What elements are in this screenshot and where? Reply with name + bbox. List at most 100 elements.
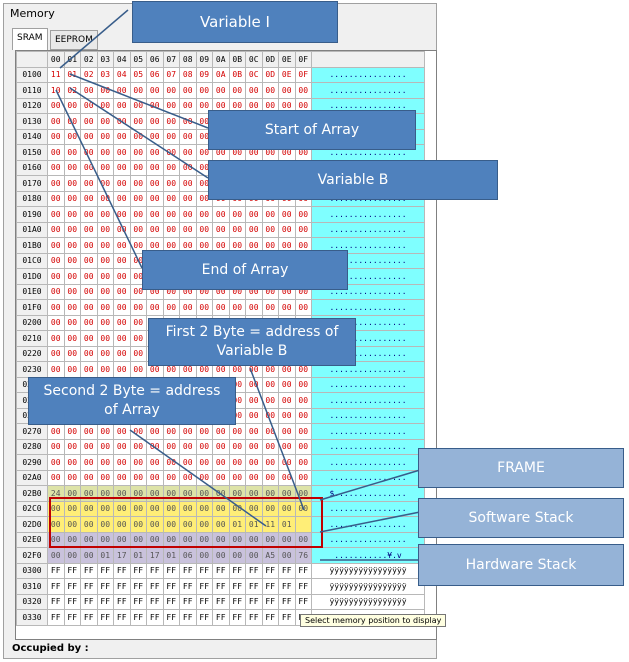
memory-cell[interactable]: 00 <box>80 500 98 517</box>
memory-cell[interactable]: 00 <box>179 206 197 223</box>
memory-cell[interactable]: 00 <box>294 206 312 223</box>
memory-cell[interactable]: FF <box>129 562 147 579</box>
memory-cell[interactable]: 00 <box>80 159 98 176</box>
memory-cell[interactable]: 00 <box>162 97 180 114</box>
memory-cell[interactable]: 00 <box>80 531 98 548</box>
memory-cell[interactable]: 00 <box>80 82 98 99</box>
memory-cell[interactable]: 00 <box>80 438 98 455</box>
memory-cell[interactable]: 00 <box>228 423 246 440</box>
memory-cell[interactable]: 00 <box>179 97 197 114</box>
memory-cell[interactable]: 00 <box>80 237 98 254</box>
memory-cell[interactable]: FF <box>245 562 263 579</box>
memory-cell[interactable]: 00 <box>80 113 98 130</box>
memory-cell[interactable]: FF <box>80 578 98 595</box>
memory-cell[interactable]: 00 <box>63 221 81 238</box>
memory-cell[interactable]: 00 <box>278 299 296 316</box>
memory-cell[interactable]: 00 <box>179 516 197 533</box>
memory-cell[interactable]: 03 <box>96 66 114 83</box>
memory-cell[interactable]: 0E <box>278 66 296 83</box>
memory-cell[interactable]: 00 <box>113 314 131 331</box>
memory-cell[interactable]: FF <box>47 578 65 595</box>
memory-cell[interactable]: 00 <box>245 485 263 502</box>
memory-cell[interactable]: FF <box>80 593 98 610</box>
memory-cell[interactable]: 00 <box>80 345 98 362</box>
memory-cell[interactable]: 04 <box>113 66 131 83</box>
memory-cell[interactable]: 00 <box>47 531 65 548</box>
memory-cell[interactable]: FF <box>212 593 230 610</box>
memory-cell[interactable]: 00 <box>261 500 279 517</box>
memory-cell[interactable]: 00 <box>47 237 65 254</box>
memory-cell[interactable]: 00 <box>129 299 147 316</box>
memory-cell[interactable]: FF <box>278 562 296 579</box>
memory-cell[interactable]: 00 <box>162 438 180 455</box>
memory-cell[interactable]: 00 <box>162 299 180 316</box>
memory-cell[interactable]: 00 <box>80 454 98 471</box>
memory-cell[interactable]: 00 <box>162 175 180 192</box>
memory-cell[interactable]: 00 <box>96 175 114 192</box>
memory-cell[interactable]: FF <box>80 609 98 626</box>
memory-cell[interactable]: 00 <box>146 423 164 440</box>
memory-cell[interactable]: 00 <box>162 82 180 99</box>
memory-cell[interactable]: 00 <box>245 500 263 517</box>
memory-cell[interactable]: 00 <box>129 330 147 347</box>
memory-cell[interactable]: 00 <box>80 97 98 114</box>
memory-cell[interactable]: 00 <box>96 423 114 440</box>
memory-cell[interactable]: 00 <box>96 206 114 223</box>
memory-cell[interactable]: 00 <box>47 454 65 471</box>
memory-cell[interactable]: 00 <box>113 113 131 130</box>
memory-cell[interactable]: 00 <box>228 82 246 99</box>
memory-cell[interactable]: 00 <box>47 330 65 347</box>
memory-cell[interactable]: FF <box>294 578 312 595</box>
memory-cell[interactable]: 00 <box>63 314 81 331</box>
memory-cell[interactable]: FF <box>113 562 131 579</box>
memory-cell[interactable]: 00 <box>80 175 98 192</box>
memory-cell[interactable]: 00 <box>80 144 98 161</box>
memory-cell[interactable]: FF <box>228 562 246 579</box>
memory-cell[interactable]: FF <box>162 593 180 610</box>
memory-cell[interactable]: 11 <box>261 516 279 533</box>
memory-cell[interactable]: FF <box>63 609 81 626</box>
memory-cell[interactable]: 00 <box>96 516 114 533</box>
memory-cell[interactable]: 00 <box>47 97 65 114</box>
memory-cell[interactable]: 00 <box>179 469 197 486</box>
memory-cell[interactable]: 00 <box>63 423 81 440</box>
memory-cell[interactable]: FF <box>47 593 65 610</box>
memory-cell[interactable]: FF <box>179 609 197 626</box>
memory-cell[interactable]: 00 <box>113 190 131 207</box>
memory-cell[interactable]: FF <box>80 562 98 579</box>
memory-cell[interactable]: 00 <box>146 82 164 99</box>
memory-cell[interactable]: 00 <box>261 469 279 486</box>
memory-cell[interactable]: 00 <box>179 144 197 161</box>
memory-cell[interactable]: 00 <box>146 500 164 517</box>
memory-cell[interactable]: 00 <box>278 206 296 223</box>
memory-cell[interactable]: 00 <box>63 531 81 548</box>
memory-cell[interactable]: FF <box>179 593 197 610</box>
memory-cell[interactable]: 00 <box>80 268 98 285</box>
memory-cell[interactable]: 00 <box>162 159 180 176</box>
memory-cell[interactable]: 00 <box>63 500 81 517</box>
memory-cell[interactable]: 00 <box>146 516 164 533</box>
memory-cell[interactable]: 00 <box>146 469 164 486</box>
memory-cell[interactable]: FF <box>113 578 131 595</box>
memory-cell[interactable] <box>294 516 312 533</box>
memory-cell[interactable]: 00 <box>47 345 65 362</box>
memory-cell[interactable]: FF <box>129 578 147 595</box>
memory-cell[interactable]: 00 <box>245 407 263 424</box>
memory-cell[interactable]: 00 <box>80 252 98 269</box>
memory-cell[interactable]: 00 <box>129 206 147 223</box>
memory-cell[interactable]: 00 <box>245 469 263 486</box>
memory-cell[interactable]: 01 <box>245 516 263 533</box>
memory-cell[interactable]: 00 <box>278 500 296 517</box>
memory-cell[interactable]: 00 <box>47 438 65 455</box>
memory-cell[interactable]: FF <box>195 609 213 626</box>
memory-cell[interactable]: 00 <box>278 469 296 486</box>
memory-cell[interactable]: FF <box>261 609 279 626</box>
memory-cell[interactable]: 00 <box>146 299 164 316</box>
memory-cell[interactable]: 17 <box>113 547 131 564</box>
memory-cell[interactable]: 00 <box>47 469 65 486</box>
memory-cell[interactable]: 00 <box>63 144 81 161</box>
memory-cell[interactable]: FF <box>146 609 164 626</box>
memory-cell[interactable]: 00 <box>245 438 263 455</box>
memory-cell[interactable]: 00 <box>113 423 131 440</box>
memory-cell[interactable]: 00 <box>129 113 147 130</box>
